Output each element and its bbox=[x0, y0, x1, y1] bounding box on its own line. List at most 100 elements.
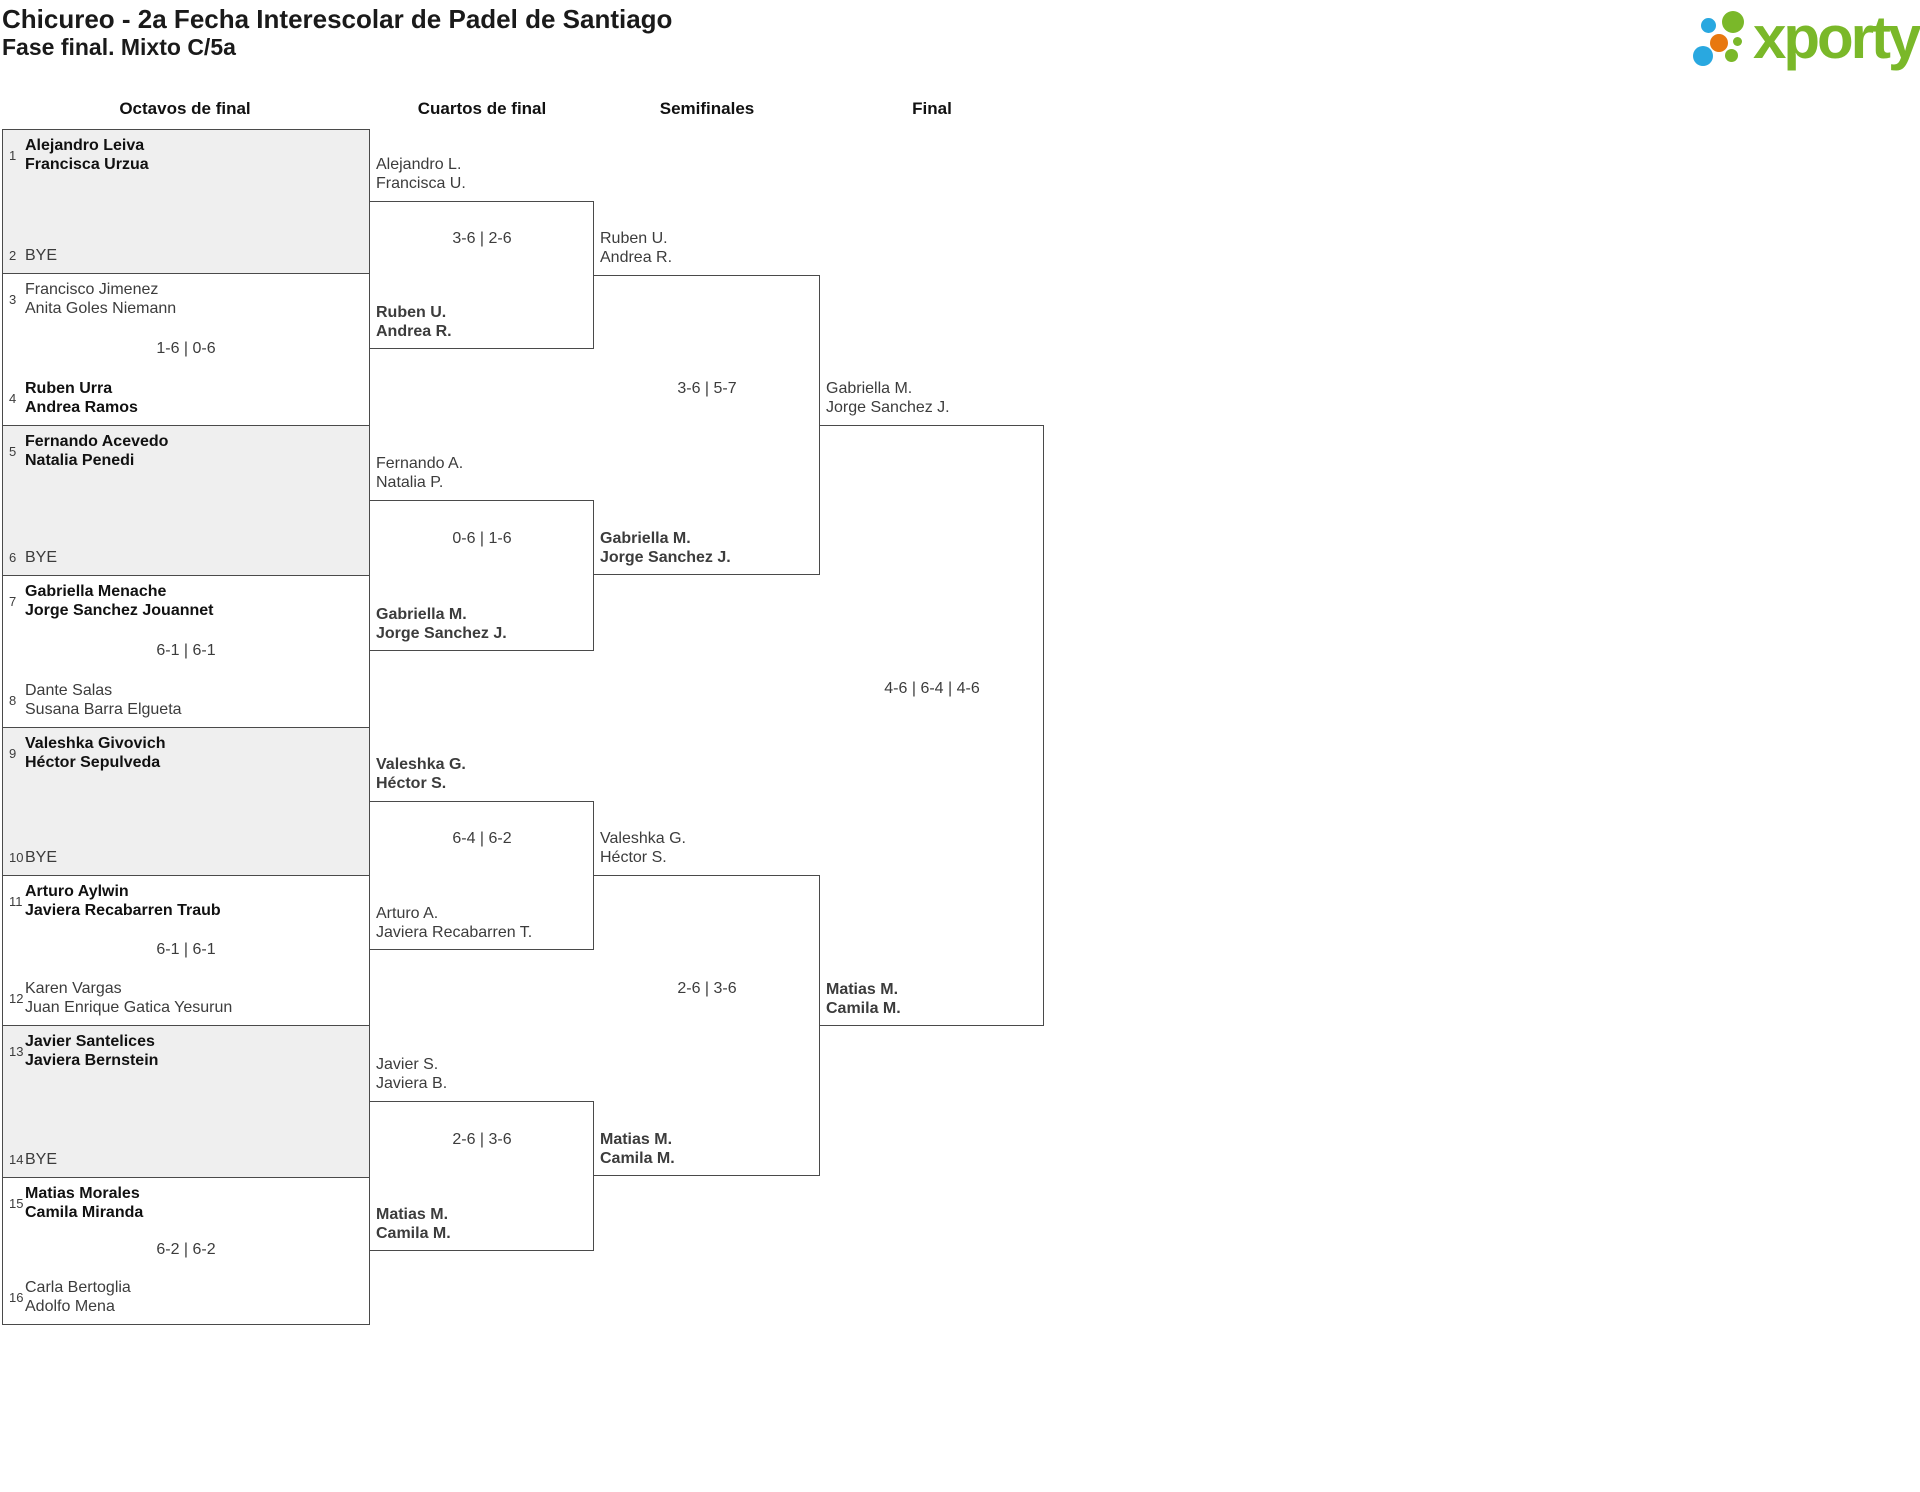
seed-number: 3 bbox=[9, 291, 17, 307]
match-score: 3-6 | 2-6 bbox=[452, 230, 512, 247]
octavos-column: 1 Alejandro Leiva Francisca Urzua 2 BYE … bbox=[2, 129, 370, 1325]
semifinal-match-1 bbox=[594, 275, 820, 575]
team-names: Gabriella Menache Jorge Sanchez Jouannet bbox=[25, 583, 214, 619]
team-slot: 14 BYE bbox=[3, 1150, 369, 1169]
cuartos-match-1 bbox=[370, 201, 594, 349]
team-slot: 1 Alejandro Leiva Francisca Urzua bbox=[3, 136, 369, 174]
team-names: BYE bbox=[25, 849, 58, 866]
seed-number: 12 bbox=[9, 990, 24, 1006]
team-slot: 7 Gabriella Menache Jorge Sanchez Jouann… bbox=[3, 582, 369, 620]
match-score: 6-2 | 6-2 bbox=[156, 1241, 216, 1258]
team-names-winner: Matias M. Camila M. bbox=[376, 1206, 451, 1242]
octavos-match-3: 5 Fernando Acevedo Natalia Penedi 6 BYE bbox=[3, 426, 369, 576]
final-match bbox=[820, 425, 1044, 1026]
team-names-top: Fernando A. Natalia P. bbox=[376, 455, 464, 491]
team-slot: 8 Dante Salas Susana Barra Elgueta bbox=[3, 681, 369, 719]
match-score: 4-6 | 6-4 | 4-6 bbox=[884, 680, 980, 697]
team-names-winner: Gabriella M. Jorge Sanchez J. bbox=[600, 530, 731, 566]
team-names-top: Valeshka G. Héctor S. bbox=[376, 756, 466, 792]
team-names: Arturo Aylwin Javiera Recabarren Traub bbox=[25, 883, 221, 919]
team-names: Carla Bertoglia Adolfo Mena bbox=[25, 1279, 131, 1315]
match-score: 1-6 | 0-6 bbox=[156, 339, 216, 357]
cuartos-match-2 bbox=[370, 500, 594, 651]
team-names: Ruben Urra Andrea Ramos bbox=[25, 380, 138, 416]
team-names: BYE bbox=[25, 247, 58, 264]
octavos-match-4: 7 Gabriella Menache Jorge Sanchez Jouann… bbox=[3, 576, 369, 728]
team-names: Dante Salas Susana Barra Elgueta bbox=[25, 682, 182, 718]
team-names: Matias Morales Camila Miranda bbox=[25, 1185, 144, 1221]
round-header-final: Final bbox=[912, 99, 952, 118]
logo-dot-blue-small bbox=[1701, 18, 1716, 33]
seed-number: 11 bbox=[9, 893, 23, 909]
xporty-logo[interactable]: xporty bbox=[1690, 4, 1920, 82]
team-slot: 4 Ruben Urra Andrea Ramos bbox=[3, 379, 369, 417]
team-names-winner: Ruben U. Andrea R. bbox=[376, 304, 452, 340]
team-names-top: Ruben U. Andrea R. bbox=[600, 230, 673, 266]
seed-number: 9 bbox=[9, 745, 17, 761]
octavos-match-1: 1 Alejandro Leiva Francisca Urzua 2 BYE bbox=[3, 130, 369, 274]
round-header-semifinales: Semifinales bbox=[659, 99, 755, 118]
octavos-match-8: 15 Matias Morales Camila Miranda 6-2 | 6… bbox=[3, 1178, 369, 1324]
match-score: 3-6 | 5-7 bbox=[677, 380, 737, 397]
octavos-match-7: 13 Javier Santelices Javiera Bernstein 1… bbox=[3, 1026, 369, 1178]
team-slot: 11 Arturo Aylwin Javiera Recabarren Trau… bbox=[3, 882, 369, 920]
team-slot: 15 Matias Morales Camila Miranda bbox=[3, 1184, 369, 1222]
logo-dot-green-big bbox=[1722, 11, 1744, 33]
team-names-top: Javier S. Javiera B. bbox=[376, 1056, 448, 1092]
team-slot: 2 BYE bbox=[3, 246, 369, 265]
team-names: Karen Vargas Juan Enrique Gatica Yesurun bbox=[25, 980, 233, 1016]
seed-number: 2 bbox=[9, 248, 17, 263]
logo-dot-green-small bbox=[1725, 49, 1738, 62]
seed-number: 10 bbox=[9, 850, 24, 865]
team-slot: 16 Carla Bertoglia Adolfo Mena bbox=[3, 1278, 369, 1316]
tournament-subtitle: Fase final. Mixto C/5a bbox=[2, 34, 236, 60]
seed-number: 5 bbox=[9, 443, 17, 459]
match-score: 0-6 | 1-6 bbox=[452, 530, 512, 547]
cuartos-match-3 bbox=[370, 801, 594, 950]
seed-number: 16 bbox=[9, 1289, 24, 1305]
team-slot: 3 Francisco Jimenez Anita Goles Niemann bbox=[3, 280, 369, 318]
octavos-match-2: 3 Francisco Jimenez Anita Goles Niemann … bbox=[3, 274, 369, 426]
team-names-winner: Gabriella M. Jorge Sanchez J. bbox=[376, 606, 507, 642]
round-header-cuartos: Cuartos de final bbox=[417, 99, 547, 118]
seed-number: 1 bbox=[9, 147, 17, 163]
seed-number: 8 bbox=[9, 692, 17, 708]
team-slot: 10 BYE bbox=[3, 848, 369, 867]
cuartos-match-4 bbox=[370, 1101, 594, 1251]
team-names: Valeshka Givovich Héctor Sepulveda bbox=[25, 735, 166, 771]
match-score: 6-4 | 6-2 bbox=[452, 830, 512, 847]
team-names-winner: Matias M. Camila M. bbox=[826, 981, 901, 1017]
round-header-octavos: Octavos de final bbox=[119, 99, 251, 118]
team-slot: 5 Fernando Acevedo Natalia Penedi bbox=[3, 432, 369, 470]
seed-number: 13 bbox=[9, 1043, 24, 1059]
team-slot: 13 Javier Santelices Javiera Bernstein bbox=[3, 1032, 369, 1070]
logo-dot-green-tiny bbox=[1733, 37, 1742, 46]
match-score: 2-6 | 3-6 bbox=[677, 980, 737, 997]
team-names-top: Gabriella M. Jorge Sanchez J. bbox=[826, 380, 950, 416]
match-score: 6-1 | 6-1 bbox=[156, 940, 216, 958]
team-names: Fernando Acevedo Natalia Penedi bbox=[25, 433, 169, 469]
logo-wordmark: xporty bbox=[1753, 4, 1920, 71]
team-names-top: Valeshka G. Héctor S. bbox=[600, 830, 686, 866]
seed-number: 15 bbox=[9, 1195, 24, 1211]
team-slot: 6 BYE bbox=[3, 548, 369, 567]
team-names-winner: Arturo A. Javiera Recabarren T. bbox=[376, 905, 533, 941]
seed-number: 14 bbox=[9, 1152, 24, 1167]
logo-dot-blue-big bbox=[1693, 46, 1713, 66]
tournament-title: Chicureo - 2a Fecha Interescolar de Pade… bbox=[2, 4, 673, 34]
team-slot: 9 Valeshka Givovich Héctor Sepulveda bbox=[3, 734, 369, 772]
seed-number: 4 bbox=[9, 390, 17, 406]
logo-dot-orange bbox=[1710, 34, 1728, 52]
team-names: Javier Santelices Javiera Bernstein bbox=[25, 1033, 159, 1069]
seed-number: 6 bbox=[9, 550, 17, 565]
match-score: 2-6 | 3-6 bbox=[452, 1131, 512, 1148]
team-names: BYE bbox=[25, 549, 58, 566]
semifinal-match-2 bbox=[594, 875, 820, 1176]
seed-number: 7 bbox=[9, 593, 17, 609]
octavos-match-6: 11 Arturo Aylwin Javiera Recabarren Trau… bbox=[3, 876, 369, 1026]
match-score: 6-1 | 6-1 bbox=[156, 641, 216, 659]
team-names-top: Alejandro L. Francisca U. bbox=[376, 156, 466, 192]
team-names: Francisco Jimenez Anita Goles Niemann bbox=[25, 281, 177, 317]
team-names: Alejandro Leiva Francisca Urzua bbox=[25, 137, 149, 173]
